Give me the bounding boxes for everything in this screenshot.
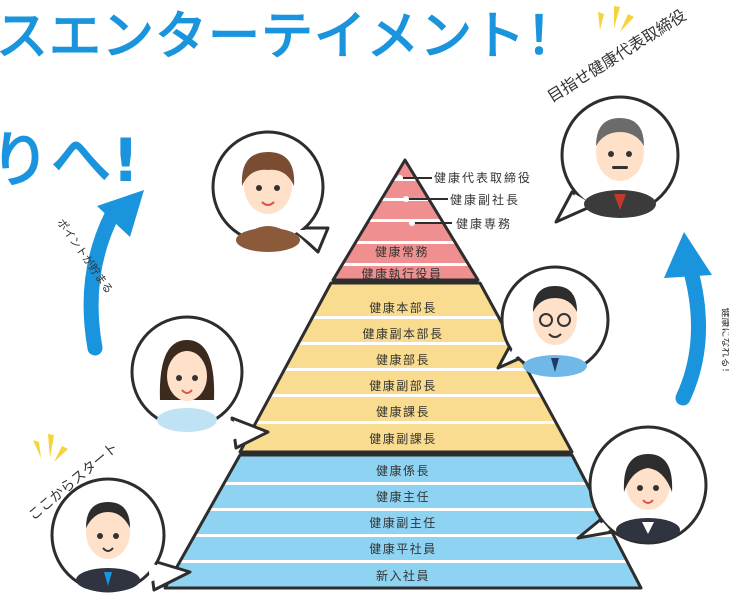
arrow-up-right-icon xyxy=(664,232,712,406)
rank-department-head: 健康部長 xyxy=(376,352,430,367)
avatar-man-glasses xyxy=(496,265,610,377)
rank-deputy-division-head: 健康副本部長 xyxy=(362,326,443,341)
rank-new-employee: 新入社員 xyxy=(376,568,430,583)
rank-managing-director: 健康常務 xyxy=(375,244,429,259)
avatar-woman-brown-hair xyxy=(211,130,330,254)
rank-senior-director: 健康専務 xyxy=(456,216,512,231)
headline-line-2: りへ! xyxy=(0,126,141,196)
rank-executive-officer: 健康執行役員 xyxy=(361,266,442,281)
arrow-up-left-icon xyxy=(83,190,144,356)
rank-vice-president: 健康副社長 xyxy=(450,192,520,207)
rank-senior-staff: 健康主任 xyxy=(376,489,430,504)
avatar-woman-dark-hair xyxy=(130,315,270,450)
callout-lines xyxy=(402,177,452,224)
rank-section-head: 健康課長 xyxy=(376,404,430,419)
sparkle-icon xyxy=(33,6,634,462)
avatar-woman-suit xyxy=(576,425,708,545)
avatar-executive-man xyxy=(554,95,680,224)
pyramid-blue-tier xyxy=(163,453,643,590)
avatar-new-employee-man xyxy=(50,477,192,593)
rank-deputy-department-head: 健康副部長 xyxy=(369,378,437,393)
headline-line-1: スエンターテイメント！ xyxy=(0,7,580,67)
rank-deputy-section-head: 健康副課長 xyxy=(369,431,437,446)
rank-assistant-senior-staff: 健康副主任 xyxy=(369,515,437,530)
rank-staff: 健康平社員 xyxy=(369,541,437,556)
health-label: 健康になれる！ xyxy=(719,307,729,378)
rank-ceo: 健康代表取締役 xyxy=(434,170,532,185)
rank-division-head: 健康本部長 xyxy=(369,300,437,315)
rank-chief: 健康係長 xyxy=(376,463,430,478)
